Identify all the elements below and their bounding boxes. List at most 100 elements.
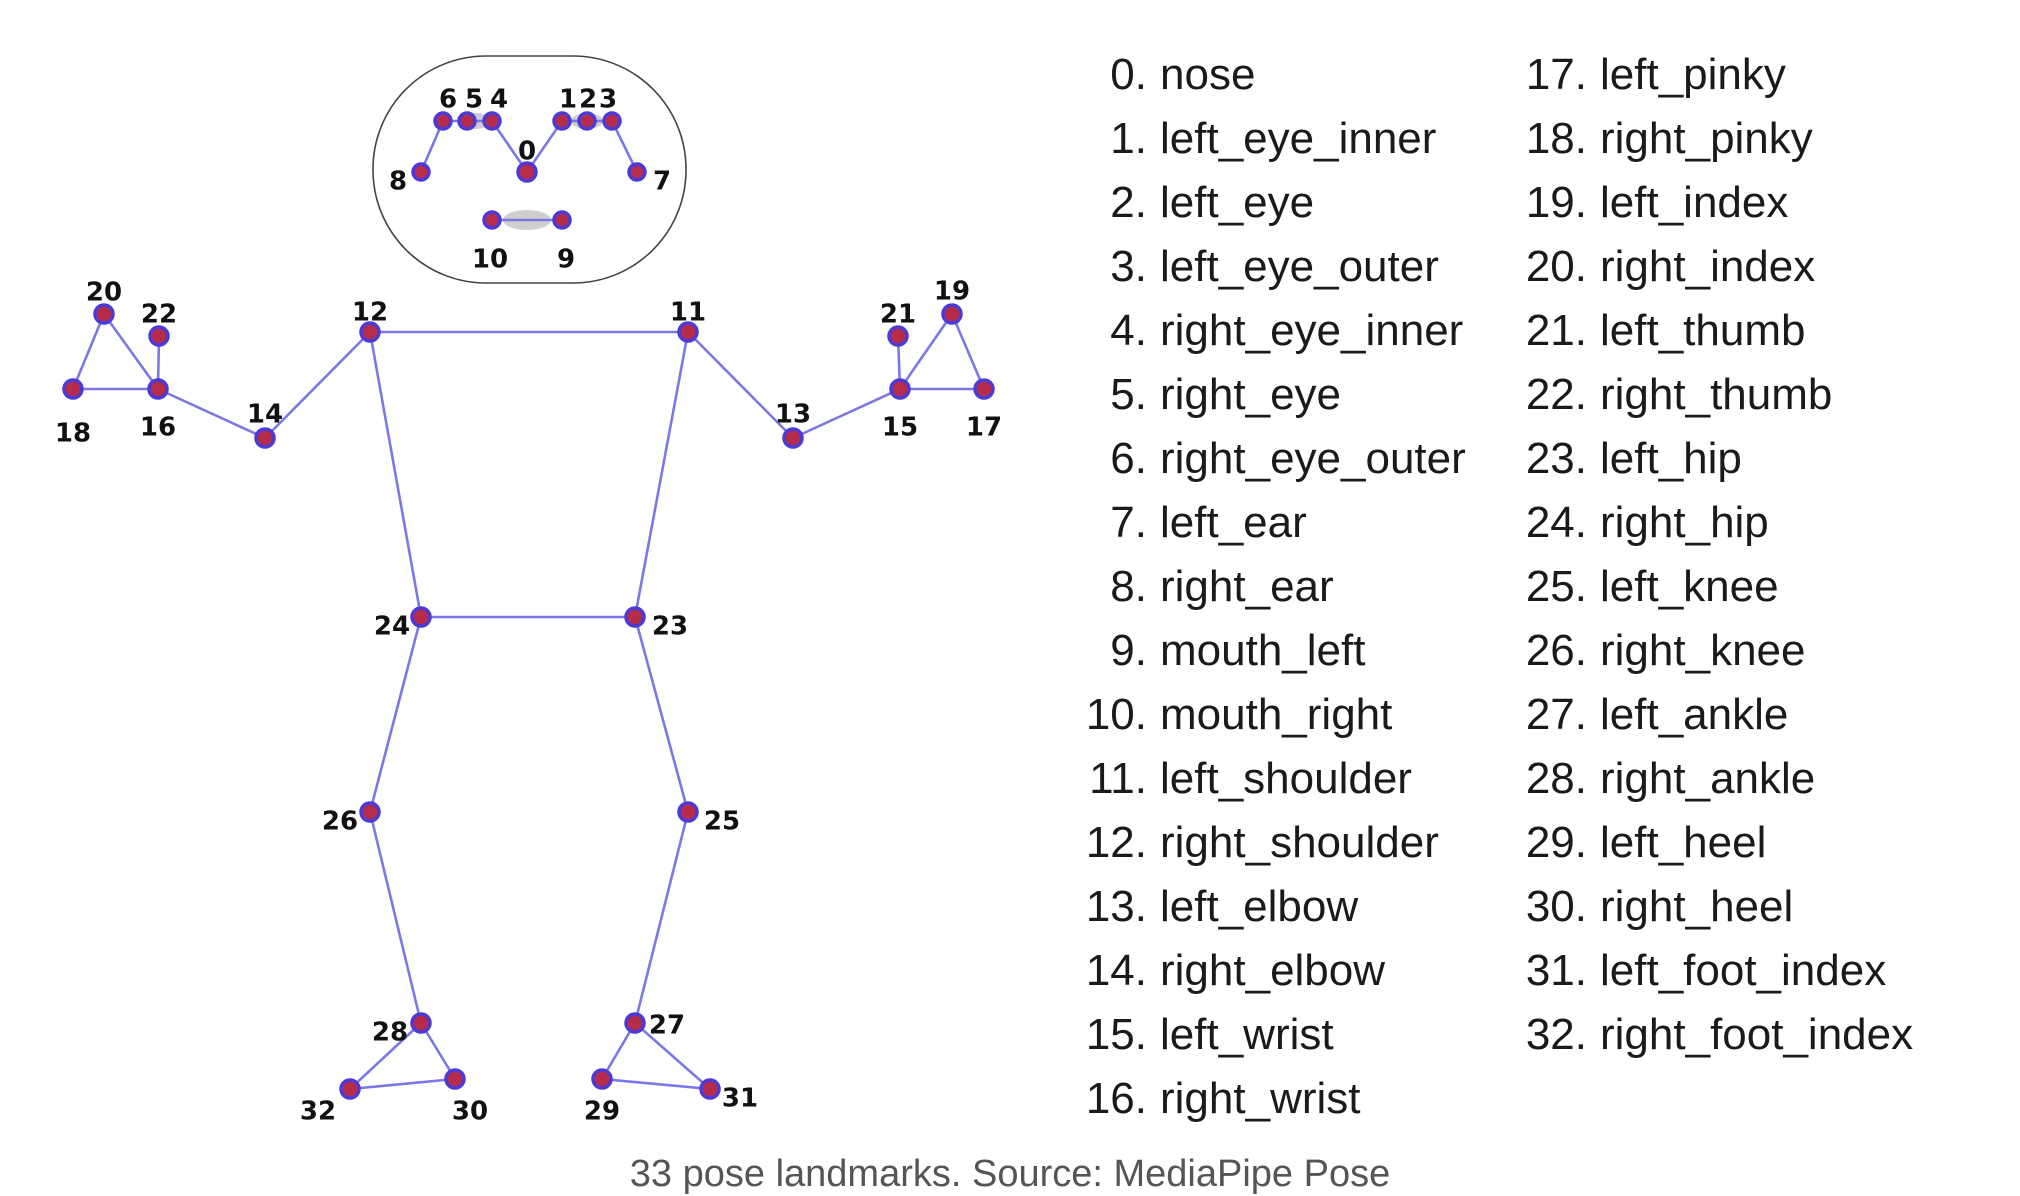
connection-29-31 — [601, 1077, 711, 1091]
connection-24-26 — [368, 616, 423, 813]
connection-11-23 — [633, 331, 690, 618]
landmark-entry-number: 21. — [1525, 306, 1587, 355]
landmark-point-22 — [148, 325, 170, 347]
landmark-point-8 — [411, 162, 431, 182]
landmark-point-28 — [410, 1012, 432, 1034]
landmark-number-4: 4 — [490, 85, 508, 115]
landmark-entry-name: left_ankle — [1600, 690, 1789, 739]
connection-27-31 — [634, 1022, 711, 1090]
landmark-entry-name: left_shoulder — [1160, 754, 1412, 803]
landmark-point-3 — [602, 111, 622, 131]
landmark-number-20: 20 — [86, 278, 122, 308]
landmark-point-6 — [433, 111, 453, 131]
landmark-point-13 — [782, 427, 804, 449]
connection-15-19 — [898, 313, 954, 390]
landmark-entry-number: 24. — [1525, 498, 1587, 547]
landmark-point-0 — [516, 161, 538, 183]
landmark-entry-name: right_hip — [1600, 498, 1769, 547]
landmark-entry-number: 29. — [1525, 818, 1587, 867]
landmark-entry-number: 13. — [1085, 882, 1147, 931]
landmark-entry-number: 23. — [1525, 434, 1587, 483]
landmark-entry-number: 30. — [1525, 882, 1587, 931]
landmark-entry-number: 31. — [1525, 946, 1587, 995]
landmark-entry-number: 19. — [1525, 178, 1587, 227]
landmark-entry-number: 32. — [1525, 1010, 1587, 1059]
landmark-number-21: 21 — [880, 300, 916, 330]
landmark-number-19: 19 — [934, 277, 970, 307]
landmark-entry-number: 1. — [1110, 114, 1147, 163]
landmark-entry-number: 25. — [1525, 562, 1587, 611]
landmark-number-5: 5 — [465, 85, 483, 115]
landmark-entry-name: right_ear — [1160, 562, 1334, 611]
landmark-entry-name: left_ear — [1160, 498, 1307, 547]
landmark-entry-name: right_eye_outer — [1160, 434, 1466, 483]
landmark-entry-number: 5. — [1110, 370, 1147, 419]
landmark-entry-number: 18. — [1525, 114, 1587, 163]
connection-23-25 — [633, 616, 690, 813]
landmark-point-9 — [552, 210, 572, 230]
landmark-number-15: 15 — [882, 413, 918, 443]
landmark-point-12 — [359, 321, 381, 343]
landmark-entry-number: 17. — [1525, 50, 1587, 99]
landmark-point-24 — [410, 606, 432, 628]
landmark-entry-number: 28. — [1525, 754, 1587, 803]
landmark-point-29 — [591, 1068, 613, 1090]
connection-28-32 — [349, 1022, 422, 1090]
landmark-point-10 — [482, 210, 502, 230]
landmark-entry-number: 16. — [1085, 1074, 1147, 1123]
connection-18-20 — [71, 313, 106, 390]
landmark-number-32: 32 — [300, 1097, 336, 1127]
landmark-entry-number: 0. — [1110, 50, 1147, 99]
landmark-point-17 — [973, 378, 995, 400]
landmark-point-5 — [457, 111, 477, 131]
landmark-point-20 — [93, 303, 115, 325]
landmark-entry-name: left_elbow — [1160, 882, 1359, 931]
landmark-point-26 — [359, 801, 381, 823]
landmark-number-9: 9 — [557, 245, 575, 275]
landmark-point-18 — [62, 378, 84, 400]
landmark-entry-name: left_hip — [1600, 434, 1742, 483]
landmark-entry-name: right_thumb — [1600, 370, 1833, 419]
landmark-entry-name: left_heel — [1600, 818, 1767, 867]
landmark-entry-name: right_heel — [1600, 882, 1794, 931]
landmark-entry-name: right_eye_inner — [1160, 306, 1464, 355]
landmark-number-10: 10 — [472, 245, 508, 275]
landmark-number-26: 26 — [322, 807, 358, 837]
landmark-point-23 — [624, 606, 646, 628]
landmark-number-29: 29 — [584, 1097, 620, 1127]
landmark-point-19 — [941, 303, 963, 325]
landmark-number-31: 31 — [722, 1084, 758, 1114]
landmark-entry-name: left_foot_index — [1600, 946, 1887, 995]
landmark-entry-name: right_index — [1600, 242, 1816, 291]
landmark-number-30: 30 — [452, 1097, 488, 1127]
connection-17-19 — [950, 313, 986, 390]
landmark-entry-name: mouth_right — [1160, 690, 1393, 739]
landmark-number-17: 17 — [966, 413, 1002, 443]
landmark-number-13: 13 — [775, 400, 811, 430]
landmark-entry-name: left_eye_inner — [1160, 114, 1437, 163]
landmark-entry-name: left_wrist — [1160, 1010, 1334, 1059]
connection-14-16 — [157, 387, 266, 440]
landmark-point-14 — [254, 427, 276, 449]
connection-30-32 — [349, 1077, 456, 1091]
landmark-point-2 — [577, 111, 597, 131]
landmark-point-25 — [677, 801, 699, 823]
landmark-point-21 — [887, 325, 909, 347]
landmark-entry-name: right_eye — [1160, 370, 1342, 419]
landmark-entry-number: 15. — [1085, 1010, 1147, 1059]
landmark-entry-name: nose — [1160, 50, 1256, 99]
landmark-number-14: 14 — [247, 400, 283, 430]
landmark-number-7: 7 — [653, 167, 671, 197]
connection-28-30 — [419, 1022, 457, 1080]
landmark-entry-number: 22. — [1525, 370, 1587, 419]
landmark-point-1 — [552, 111, 572, 131]
skeleton-connections — [71, 119, 986, 1091]
landmark-entry-number: 10. — [1085, 690, 1147, 739]
landmark-entry-name: left_thumb — [1600, 306, 1806, 355]
landmark-entry-number: 20. — [1525, 242, 1587, 291]
landmark-entry-number: 8. — [1110, 562, 1147, 611]
face-outline — [372, 55, 687, 284]
landmark-point-31 — [699, 1078, 721, 1100]
